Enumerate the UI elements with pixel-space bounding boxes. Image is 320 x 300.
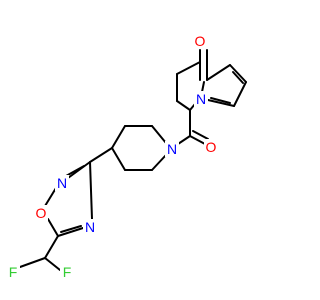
amide-oxygen-atom: O (204, 139, 218, 155)
bond-oxa-c5-n4-double (60, 225, 82, 233)
bond-pyrrole-double-2 (210, 97, 231, 104)
bond-layer (19, 49, 247, 271)
piperidine-nitrogen-label: N (167, 141, 177, 157)
bond-pyrrole-double-1 (232, 71, 244, 84)
ketone-oxygen-atom: O (193, 33, 207, 49)
bond-carbonyl-n (177, 135, 191, 145)
bond-pip-c4-c5 (111, 147, 126, 171)
fluorine-2-atom: F (60, 264, 74, 280)
fluorine-1-label: F (9, 264, 18, 280)
bond-oxa-o1-c5 (47, 218, 59, 237)
oxadiazole-n2-label: N (57, 175, 67, 191)
ketone-oxygen-label: O (195, 33, 206, 49)
atom-label-layer: O N O N N O (6, 33, 218, 280)
oxadiazole-n4-label: N (85, 219, 95, 235)
bond-pyrrole-c8a-c1 (206, 64, 231, 81)
pyrrole-nitrogen-label: N (196, 91, 206, 107)
bond-pyrrole-c2-c3 (233, 81, 247, 107)
bond-pyrrole-c3-n (207, 99, 235, 107)
bond-cf2-f2 (44, 257, 61, 271)
oxadiazole-n4-atom: N (83, 219, 97, 235)
fluorine-1-atom: F (6, 264, 20, 280)
bond-carbonyl-o-double (192, 130, 209, 140)
bond-oxa-c5-n4 (57, 227, 84, 237)
bond-oxa-n2-o1 (44, 187, 57, 207)
structure-canvas: O N O N N O (6, 33, 247, 280)
bond-ring6-c6-c5 (176, 100, 191, 111)
oxadiazole-o1-label: O (36, 205, 47, 221)
bond-oxa-c3-n2 (67, 161, 91, 179)
amide-oxygen-label: O (206, 139, 217, 155)
bond-pyrrole-c1-c2 (229, 64, 247, 83)
bond-pip-n-c2 (151, 125, 167, 144)
piperidine-nitrogen-atom: N (165, 141, 179, 157)
fluorine-2-label: F (63, 264, 72, 280)
bond-ring6-c8-c7 (176, 61, 201, 75)
bond-oxa-n4-c3 (89, 161, 93, 220)
chemical-structure-diagram: O N O N N O (6, 33, 247, 280)
oxadiazole-o1-atom: O (34, 205, 48, 221)
bond-c4-oxadiazole (89, 147, 113, 163)
bond-c5-cf2 (44, 235, 59, 259)
pyrrole-nitrogen-atom: N (194, 91, 208, 107)
bond-oxa-c3-n2-double (65, 165, 85, 177)
bond-ring6-c8a-n (201, 81, 205, 93)
bond-carbonyl-o (189, 135, 206, 145)
bond-pip-c6-n (151, 154, 167, 171)
oxadiazole-n2-atom: N (55, 175, 69, 191)
bond-cf2-f1 (19, 257, 46, 268)
bond-pip-c3-c4 (111, 125, 126, 149)
